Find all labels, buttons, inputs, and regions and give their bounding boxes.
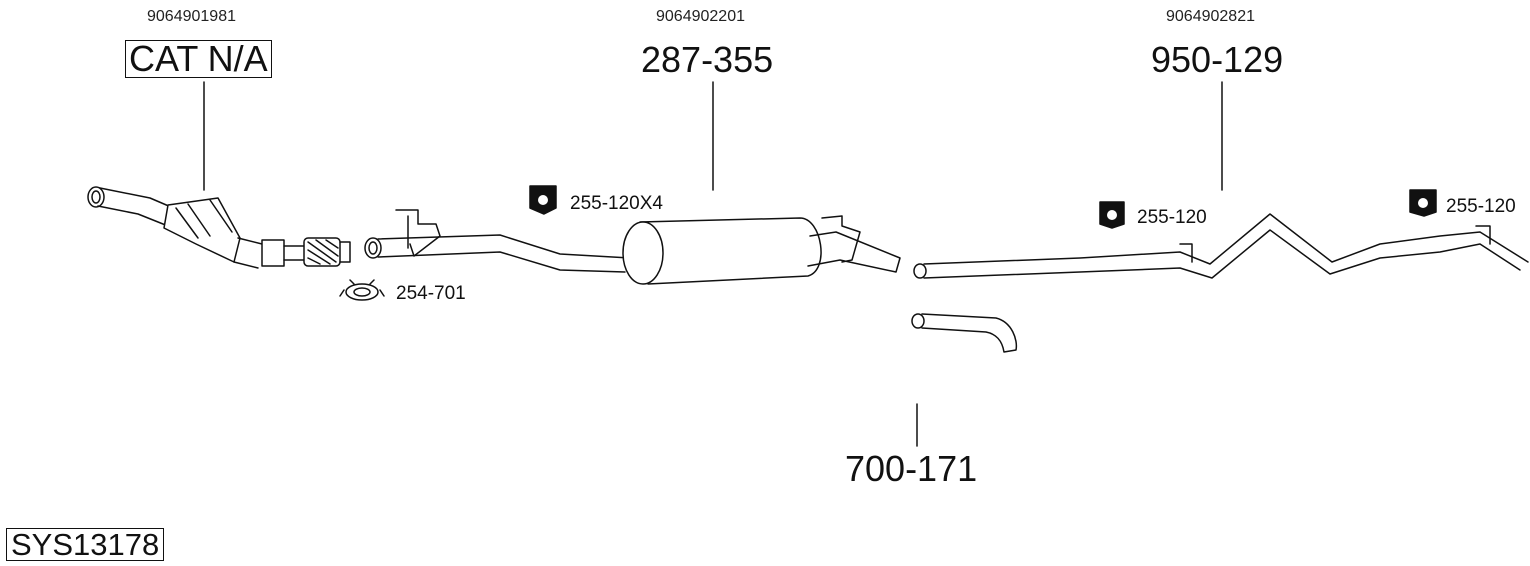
middle-pipe-drawing[interactable] (364, 209, 631, 273)
rubber-mount-icon-middle (529, 185, 557, 215)
mount-label-rear-1[interactable]: 255-120 (1137, 207, 1207, 228)
part-number-tail[interactable]: 700-171 (845, 448, 978, 489)
part-number-middle[interactable]: 287-355 (641, 39, 774, 80)
clamp-icon (339, 279, 385, 301)
system-id-badge: SYS13178 (6, 528, 165, 561)
rear-pipe-drawing[interactable] (913, 213, 1529, 279)
mount-label-middle[interactable]: 255-120X4 (570, 193, 663, 214)
part-number-cat[interactable]: CAT N/A (125, 40, 272, 78)
tail-pipe-drawing[interactable] (911, 313, 1018, 353)
muffler-drawing[interactable] (622, 215, 901, 285)
part-number-rear[interactable]: 950-129 (1151, 39, 1284, 80)
oem-number-cat: 9064901981 (147, 8, 236, 25)
mount-label-rear-2[interactable]: 255-120 (1446, 196, 1516, 217)
catalytic-converter-drawing[interactable] (87, 186, 351, 269)
oem-number-rear: 9064902821 (1166, 8, 1255, 25)
clamp-label[interactable]: 254-701 (396, 283, 466, 304)
rubber-mount-icon-rear-1 (1099, 201, 1125, 229)
oem-number-middle: 9064902201 (656, 8, 745, 25)
rubber-mount-icon-rear-2 (1409, 189, 1437, 217)
